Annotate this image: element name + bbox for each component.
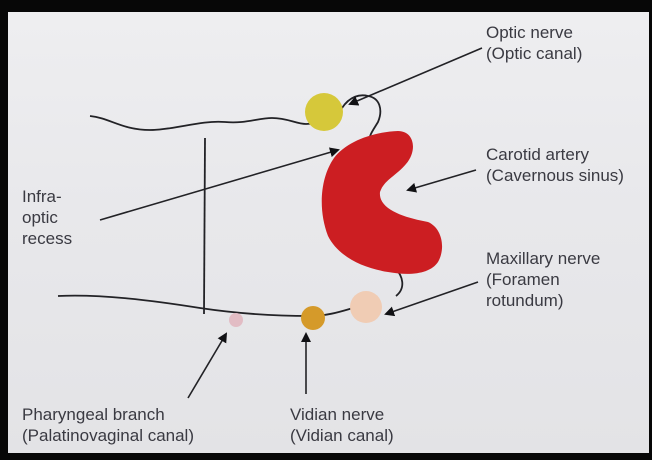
optic-nerve-arrow [350,48,482,104]
label-maxillary-nerve: Maxillary nerve (Foramen rotundum) [486,248,600,311]
maxillary-nerve-arrow [386,282,478,314]
infraoptic-recess-line-2: optic [22,207,72,228]
maxillary-nerve-marker [350,291,382,323]
vidian-nerve-marker [301,306,325,330]
maxillary-nerve-location-2: rotundum) [486,290,600,311]
pharyngeal-branch-name: Pharyngeal branch [22,404,194,425]
carotid-artery-arrow [408,170,476,190]
maxillary-nerve-name: Maxillary nerve [486,248,600,269]
label-pharyngeal-branch: Pharyngeal branch (Palatinovaginal canal… [22,404,194,446]
vidian-nerve-location: (Vidian canal) [290,425,394,446]
pharyngeal-branch-marker [229,313,243,327]
carotid-artery-marker [322,131,442,274]
optic-nerve-marker [305,93,343,131]
infraoptic-recess-line-1: Infra- [22,186,72,207]
carotid-artery-name: Carotid artery [486,144,624,165]
label-optic-nerve: Optic nerve (Optic canal) [486,22,582,64]
pharyngeal-branch-arrow [188,334,226,398]
maxillary-nerve-location-1: (Foramen [486,269,600,290]
infraoptic-recess-arrow [100,150,338,220]
label-vidian-nerve: Vidian nerve (Vidian canal) [290,404,394,446]
label-infraoptic-recess: Infra- optic recess [22,186,72,249]
vertical-divider-line [204,138,205,314]
pharyngeal-branch-location: (Palatinovaginal canal) [22,425,194,446]
carotid-artery-location: (Cavernous sinus) [486,165,624,186]
optic-nerve-location: (Optic canal) [486,43,582,64]
optic-nerve-name: Optic nerve [486,22,582,43]
infraoptic-recess-line-3: recess [22,228,72,249]
upper-contour-line [90,116,338,130]
vidian-nerve-name: Vidian nerve [290,404,394,425]
label-carotid-artery: Carotid artery (Cavernous sinus) [486,144,624,186]
